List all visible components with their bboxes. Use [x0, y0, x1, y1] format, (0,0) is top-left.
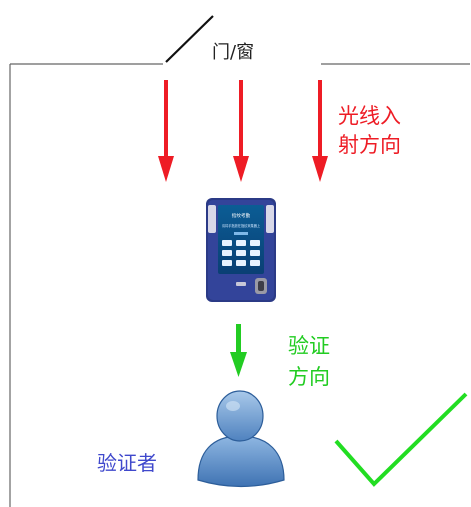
light-direction-line1: 光线入	[338, 104, 401, 128]
door-line-icon	[165, 15, 214, 63]
light-arrows	[158, 80, 328, 182]
red-arrow-icon	[233, 80, 249, 182]
green-arrow-icon	[230, 324, 247, 377]
device-screen-title: 指纹考勤	[232, 212, 251, 219]
red-arrow-icon	[312, 80, 328, 182]
room-wall	[9, 63, 470, 507]
device-screen-subtitle: 请将手指放在指纹采集器上	[222, 223, 261, 228]
device-keypad	[222, 240, 260, 266]
verify-direction-line2: 方向	[288, 365, 330, 389]
door-window-label: 门/窗	[212, 42, 255, 63]
red-arrow-icon	[158, 80, 174, 182]
verify-direction-label: 验证 方向	[288, 331, 330, 393]
person-icon	[197, 390, 285, 488]
verifier-label: 验证者	[97, 451, 157, 475]
checkmark-icon	[334, 392, 468, 487]
device-icon: 指纹考勤 请将手指放在指纹采集器上	[206, 198, 276, 302]
verify-direction-line1: 验证	[288, 334, 330, 358]
light-direction-label: 光线入 射方向	[338, 102, 401, 160]
light-direction-line2: 射方向	[338, 133, 401, 157]
